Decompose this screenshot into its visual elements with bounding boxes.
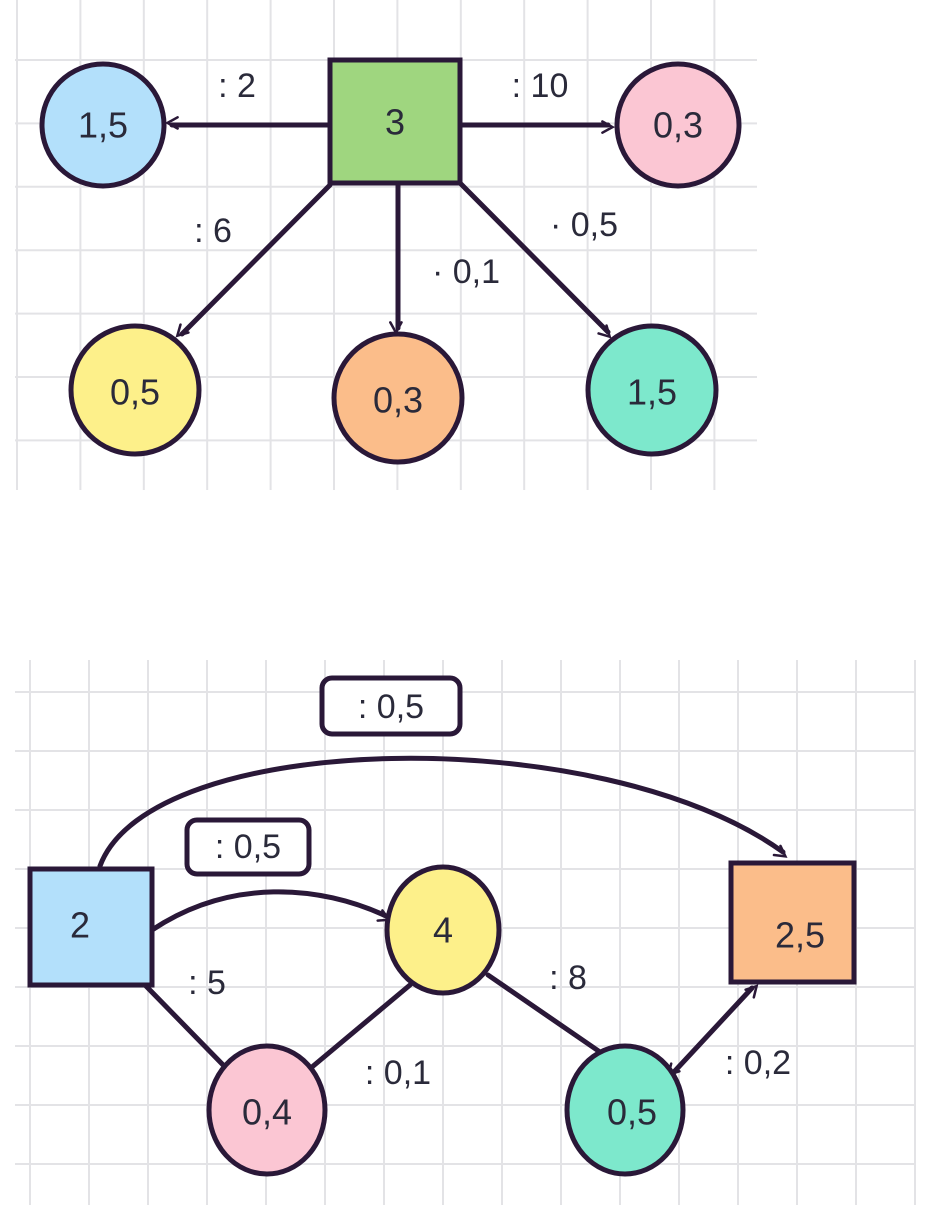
edge-2-to-4 bbox=[149, 889, 392, 933]
node-square-green bbox=[327, 57, 463, 186]
node-label: 0,5 bbox=[607, 1092, 657, 1133]
node-label: 2 bbox=[70, 905, 90, 946]
edge-label: : 5 bbox=[188, 964, 226, 1002]
edge-to-teal bbox=[457, 180, 612, 339]
node-label: 1,5 bbox=[627, 372, 677, 413]
edge-label: : 8 bbox=[549, 959, 587, 997]
node-circle-pink bbox=[206, 1043, 328, 1177]
edge-to-yellow bbox=[175, 182, 333, 338]
node-label: 2,5 bbox=[775, 915, 825, 956]
node-label: 4 bbox=[433, 910, 453, 951]
edge-label-box bbox=[184, 817, 312, 877]
node-circle-yellow bbox=[384, 864, 502, 996]
diagram-bottom: 2 2,5 4 0,4 0,5 : 0,5 : 0,5 : 5 : 0,1 : … bbox=[27, 675, 857, 1177]
node-label: 1,5 bbox=[78, 105, 128, 146]
node-circle-blue bbox=[39, 61, 167, 189]
node-square-orange bbox=[728, 860, 857, 985]
edge-label: · 0,1 bbox=[432, 253, 500, 291]
node-label: 3 bbox=[385, 102, 405, 143]
edge-4-to-0.5 bbox=[485, 972, 603, 1055]
node-label: 0,5 bbox=[110, 372, 160, 413]
node-circle-pink bbox=[614, 61, 742, 189]
edge-label: : 6 bbox=[194, 212, 232, 250]
diagram-top: 3 1,5 0,3 0,5 0,3 1,5 : 2 : 10 : 6 · 0,1… bbox=[39, 57, 742, 465]
node-label: 0,3 bbox=[653, 105, 703, 146]
edge-label: : 2 bbox=[218, 67, 256, 105]
edge-label-box bbox=[319, 675, 463, 737]
edge-label: : 0,2 bbox=[725, 1044, 791, 1082]
edge-label: : 0,1 bbox=[365, 1054, 431, 1092]
edge-label: · 0,5 bbox=[550, 206, 618, 244]
node-square-blue bbox=[27, 866, 155, 988]
node-circle-teal bbox=[585, 323, 719, 457]
edge-2-to-0.4 bbox=[142, 982, 231, 1073]
node-label: 0,4 bbox=[242, 1092, 292, 1133]
edge-label: : 0,5 bbox=[215, 828, 281, 866]
node-label: 0,3 bbox=[373, 380, 423, 421]
node-circle-teal bbox=[564, 1043, 686, 1177]
edge-2-to-2.5 bbox=[97, 755, 788, 869]
node-circle-yellow bbox=[68, 323, 202, 457]
node-circle-orange bbox=[331, 331, 465, 465]
edge-label: : 0,5 bbox=[358, 688, 424, 726]
edge-0.5-to-2.5 bbox=[666, 984, 759, 1077]
edge-label: : 10 bbox=[512, 67, 569, 105]
edge-0.4-to-4 bbox=[309, 982, 413, 1070]
